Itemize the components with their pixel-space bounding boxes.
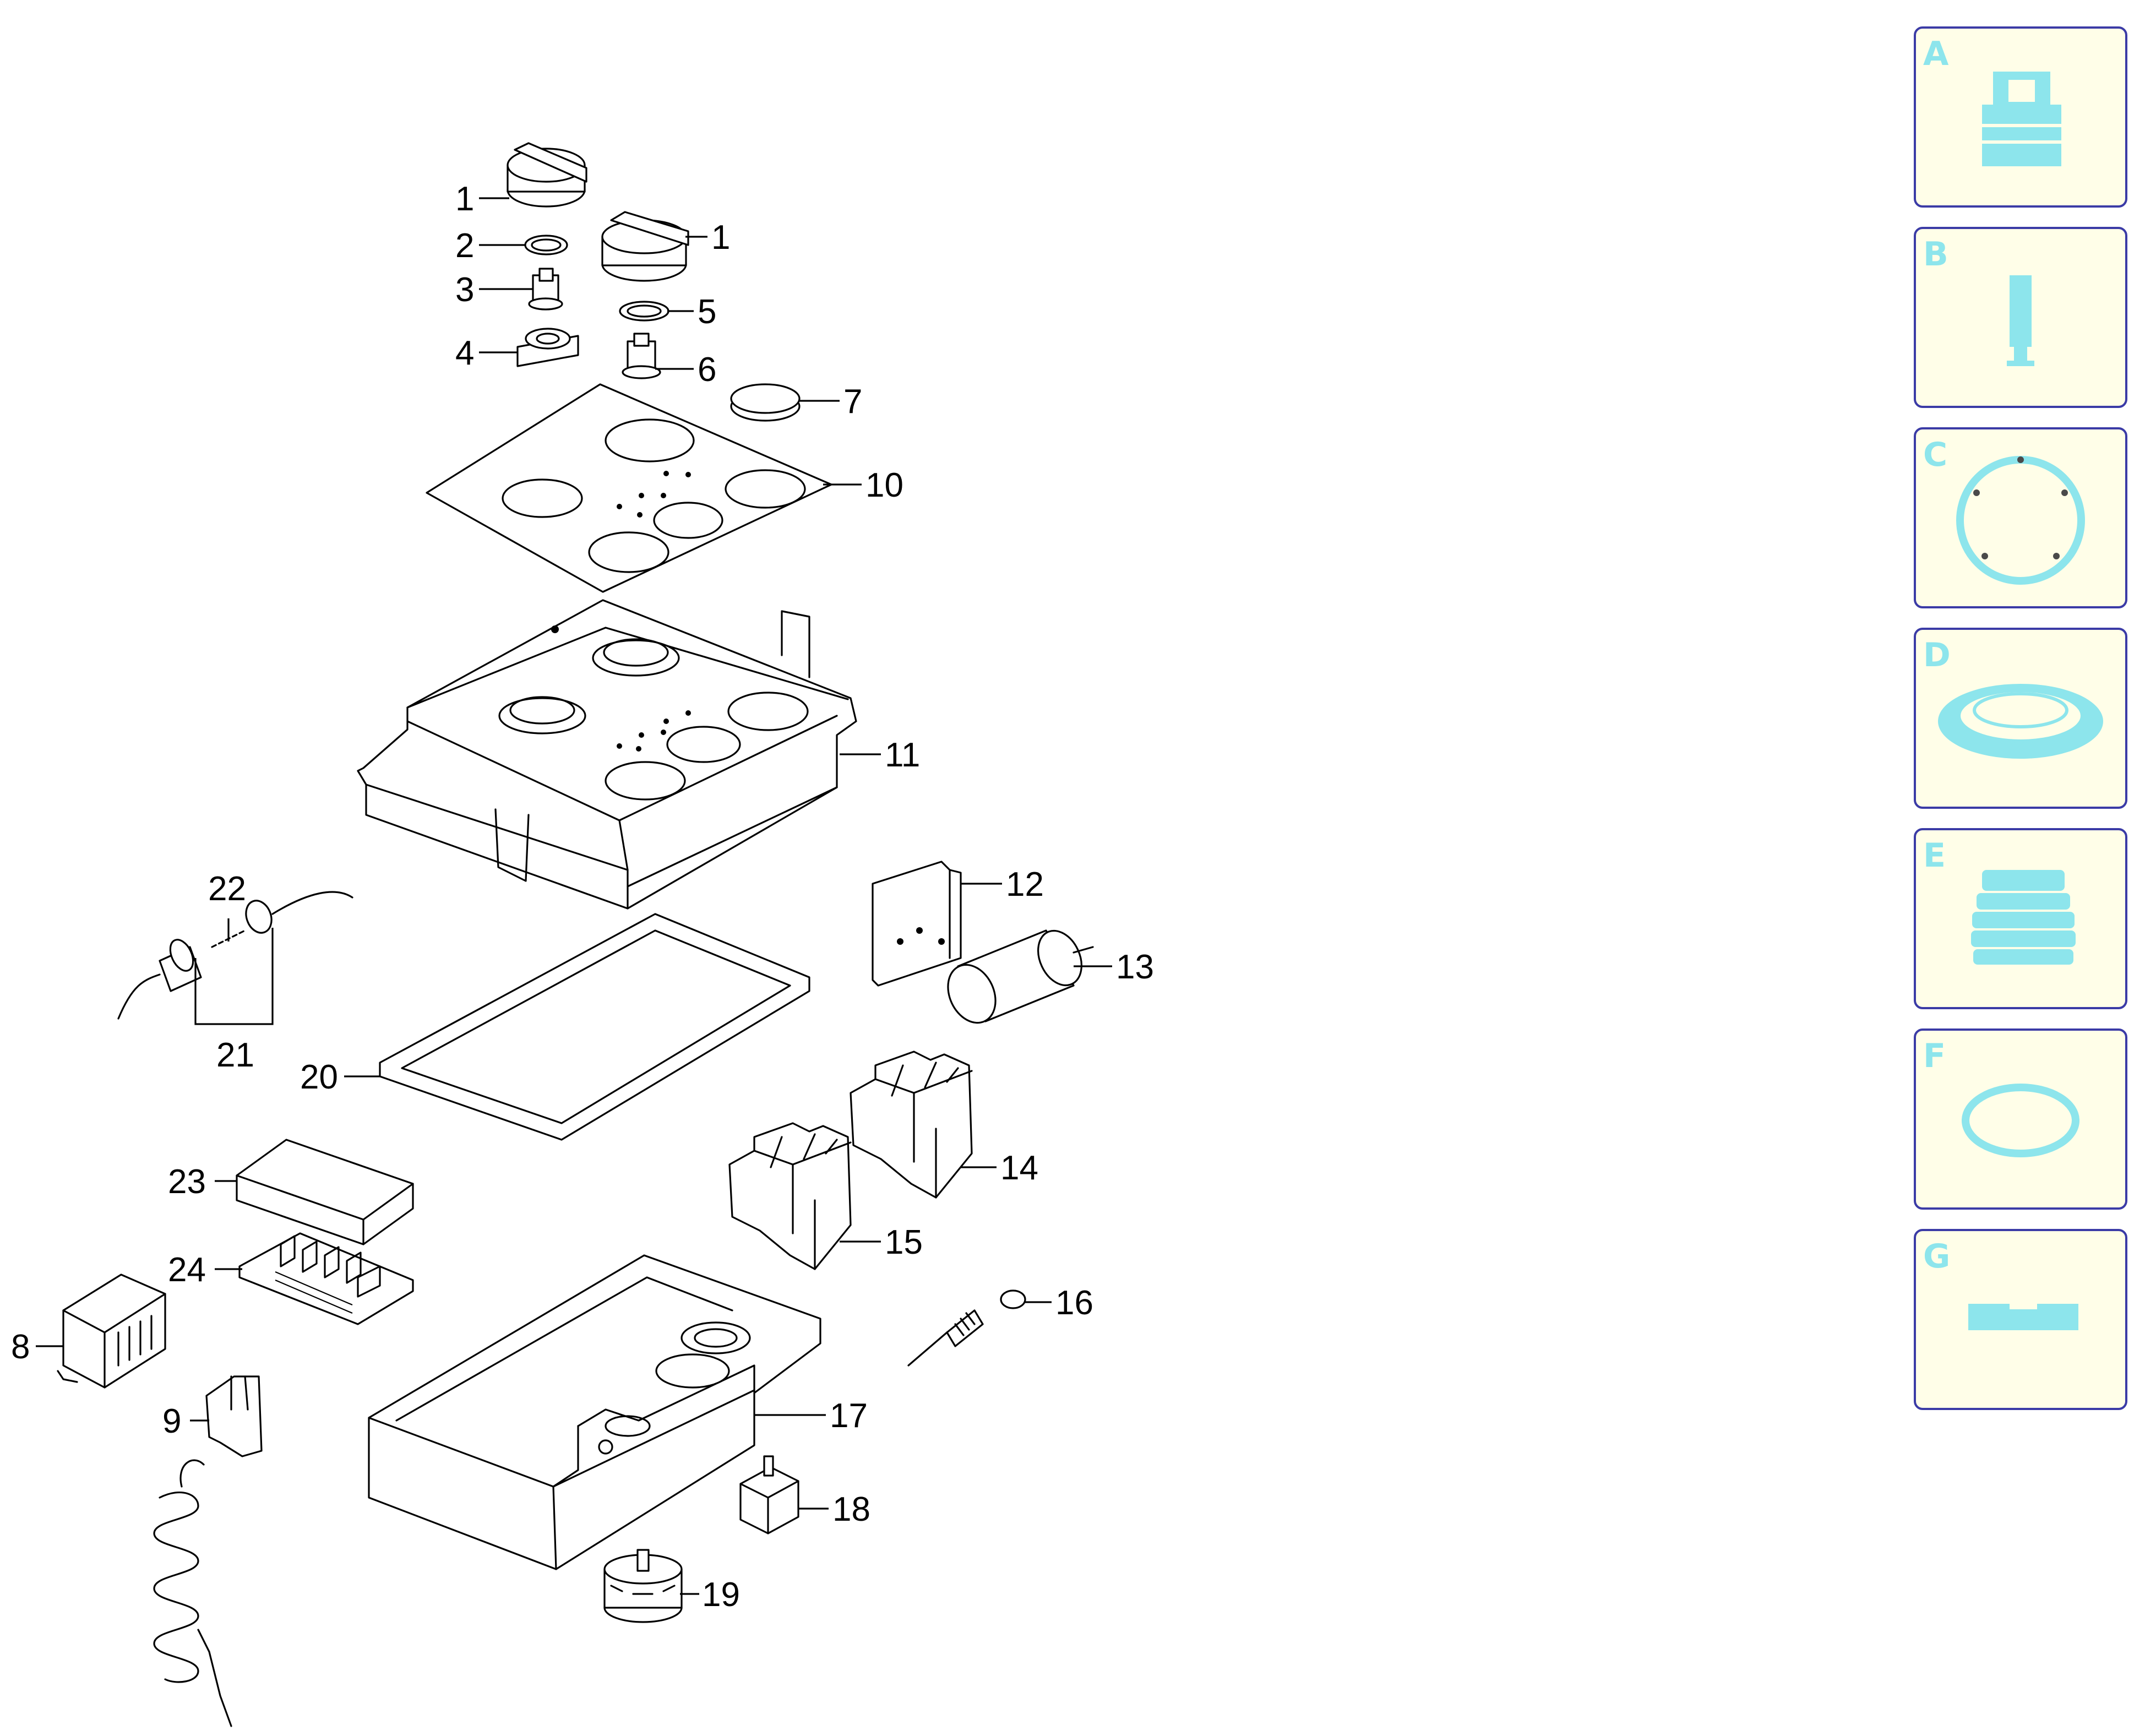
callout-21: 21 <box>216 1036 254 1074</box>
part-1-knob-left <box>507 142 587 208</box>
connector-icon <box>1982 72 2061 166</box>
callout-1-left: 1 <box>455 180 474 218</box>
legend-letter-f: F <box>1923 1037 1946 1075</box>
legend-panel-g[interactable]: G <box>1914 1229 2127 1410</box>
callout-19: 19 <box>702 1576 740 1614</box>
callout-13: 13 <box>1116 948 1154 986</box>
legend-letter-e: E <box>1923 836 1946 875</box>
part-1-knob-right <box>601 211 689 282</box>
callout-15: 15 <box>885 1223 923 1261</box>
part-16-element <box>907 1289 1026 1367</box>
flat-gasket-icon <box>1968 1304 2078 1330</box>
callout-4: 4 <box>455 334 474 372</box>
callout-24: 24 <box>168 1251 206 1289</box>
callout-11: 11 <box>885 736 920 774</box>
legend-panel-b[interactable]: B <box>1914 227 2127 408</box>
part-9-thermostat <box>153 1375 263 1727</box>
part-6-shaft <box>622 333 661 379</box>
callout-1-right: 1 <box>711 219 730 257</box>
part-11-housing <box>357 599 857 910</box>
legend-letter-d: D <box>1923 636 1951 674</box>
bellows-icon <box>1971 870 2076 965</box>
callout-8: 8 <box>11 1328 30 1366</box>
pin-icon <box>2007 275 2034 366</box>
callout-3: 3 <box>455 271 474 309</box>
legend-panel-f[interactable]: F <box>1914 1028 2127 1210</box>
callout-23: 23 <box>168 1163 206 1201</box>
leader-lines <box>36 197 1112 1595</box>
part-12-bracket <box>872 861 962 987</box>
part-8-transformer <box>57 1274 166 1389</box>
callout-6: 6 <box>698 351 716 389</box>
legend-panel-e[interactable]: E <box>1914 828 2127 1009</box>
part-21-cable <box>117 891 353 1020</box>
part-7-cap <box>730 383 801 422</box>
callout-12: 12 <box>1006 866 1044 904</box>
flange-gasket-icon <box>1956 456 2085 585</box>
part-23-module <box>236 1139 414 1245</box>
legend-letter-a: A <box>1923 35 1949 73</box>
callout-5: 5 <box>698 293 716 331</box>
part-20-gasket <box>379 913 810 1141</box>
part-14-contactor <box>850 1051 973 1199</box>
part-10-front-panel <box>426 383 832 593</box>
callout-7: 7 <box>843 383 862 421</box>
callout-numbers: 1 1 2 3 4 5 6 7 10 11 12 13 20 21 22 14 … <box>11 180 1154 1614</box>
callout-9: 9 <box>162 1402 181 1440</box>
callout-22: 22 <box>208 870 246 908</box>
part-24-circuit-board <box>238 1232 414 1325</box>
part-13-capacitor <box>947 929 1094 1024</box>
legend-panel-c[interactable]: C <box>1914 427 2127 608</box>
callout-14: 14 <box>1000 1149 1038 1187</box>
legend-letter-b: B <box>1923 235 1948 274</box>
callout-2: 2 <box>455 227 474 265</box>
part-19-selector <box>603 1549 683 1623</box>
legend-panel-d[interactable]: D <box>1914 628 2127 809</box>
callout-18: 18 <box>832 1490 870 1528</box>
part-18-switch <box>739 1455 799 1534</box>
seal-ring-icon <box>1938 684 2103 759</box>
o-ring-icon <box>1962 1084 2079 1157</box>
part-2-ring <box>524 235 568 255</box>
legend-letter-c: C <box>1923 436 1947 474</box>
part-15-contactor <box>728 1122 852 1270</box>
part-3-shaft <box>528 268 563 311</box>
part-4-nut <box>516 328 579 367</box>
part-5-ring <box>619 301 669 322</box>
callout-10: 10 <box>865 466 903 504</box>
legend-panel-a[interactable]: A <box>1914 26 2127 208</box>
part-17-bottom-box <box>368 1254 821 1570</box>
callout-17: 17 <box>830 1397 868 1435</box>
legend-letter-g: G <box>1923 1237 1950 1276</box>
callout-20: 20 <box>300 1058 338 1096</box>
legend-column: A B C <box>1914 26 2127 1410</box>
callout-16: 16 <box>1055 1284 1093 1322</box>
